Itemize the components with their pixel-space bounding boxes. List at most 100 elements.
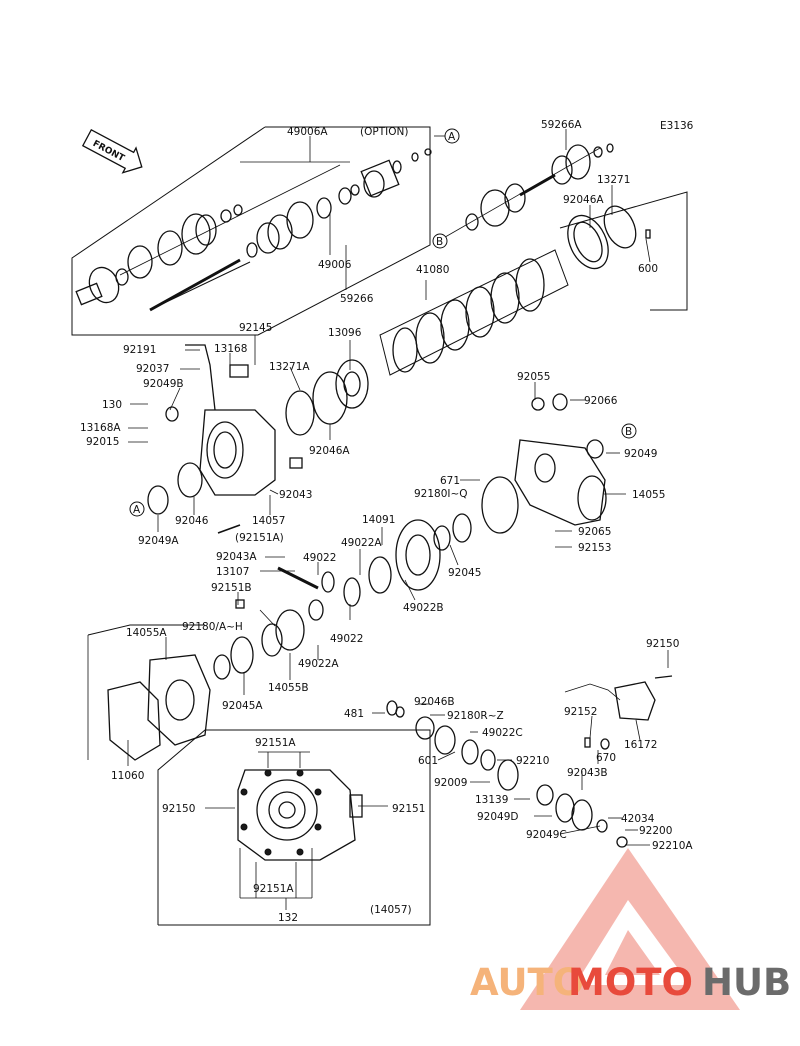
label-92045A: 92045A	[222, 700, 263, 712]
label-14055: 14055	[632, 489, 665, 501]
label-92049A: 92049A	[138, 535, 179, 547]
front-drive-shaft	[75, 148, 432, 312]
seal-ring-92046A	[567, 214, 609, 270]
label-130: 130	[102, 399, 122, 411]
label-49022C: 49022C	[482, 727, 523, 739]
ref-marker-b-right: B	[621, 423, 637, 439]
label-92049B: 92049B	[143, 378, 184, 390]
label-92043B: 92043B	[567, 767, 608, 779]
label-92151A-paren: (92151A)	[235, 532, 284, 544]
label-601: 601	[418, 755, 438, 767]
label-49022A: 49022A	[341, 537, 382, 549]
label-14057: 14057	[252, 515, 285, 527]
label-670: 670	[596, 752, 616, 764]
ref-marker-a-left: A	[129, 501, 145, 517]
svg-text:AUTO: AUTO	[470, 961, 584, 1004]
front-shaft-group-box	[71, 126, 431, 336]
ref-marker-b-top: B	[432, 233, 448, 249]
label-13107: 13107	[216, 566, 249, 578]
label-92066: 92066	[584, 395, 618, 407]
label-49022: 49022	[303, 552, 336, 564]
label-59266A: 59266A	[541, 119, 582, 131]
cover-14055A	[147, 654, 211, 746]
gasket-11060	[107, 681, 161, 761]
label-92049: 92049	[624, 448, 657, 460]
ring-13271A	[285, 390, 315, 436]
svg-text:A: A	[448, 131, 456, 143]
label-92200: 92200	[639, 825, 672, 837]
ref-marker-a-top: A	[444, 128, 460, 144]
cover-group-box	[87, 624, 205, 636]
svg-text:MOTO: MOTO	[568, 961, 693, 1004]
label-42034: 42034	[621, 813, 655, 825]
label-14055B: 14055B	[268, 682, 309, 694]
label-92180AH: 92180/A~H	[182, 621, 243, 633]
label-92180IQ: 92180I~Q	[414, 488, 468, 500]
option-label: (OPTION)	[360, 126, 408, 138]
label-16172: 16172	[624, 739, 657, 751]
clutch-group-box	[379, 249, 569, 376]
label-14091: 14091	[362, 514, 395, 526]
label-92045: 92045	[448, 567, 481, 579]
label-92180RZ: 92180R~Z	[447, 710, 504, 722]
label-13168: 13168	[214, 343, 247, 355]
watermark-logo-icon	[520, 848, 740, 1010]
watermark-text: AUTO MOTO HUB	[470, 961, 791, 1004]
rear-housing-14055	[514, 439, 607, 526]
label-49022B: 49022B	[403, 602, 444, 614]
label-49006: 49006	[318, 259, 352, 271]
label-13168A: 13168A	[80, 422, 121, 434]
diagram-code: E3136	[660, 120, 694, 132]
label-41080: 41080	[416, 264, 449, 276]
label-59266: 59266	[340, 293, 374, 305]
clutch-plates	[392, 258, 545, 373]
label-92009: 92009	[434, 777, 467, 789]
label-92153: 92153	[578, 542, 611, 554]
label-92043: 92043	[279, 489, 312, 501]
label-13271: 13271	[597, 174, 630, 186]
label-92037: 92037	[136, 363, 169, 375]
leader-lines	[127, 129, 669, 846]
ring-gear-14091	[395, 519, 441, 591]
label-49022-b: 49022	[330, 633, 363, 645]
svg-text:B: B	[436, 236, 443, 248]
label-13271A: 13271A	[269, 361, 310, 373]
label-92065: 92065	[578, 526, 611, 538]
svg-text:HUB: HUB	[702, 961, 791, 1004]
gear-case-housing-14057	[165, 344, 276, 496]
label-132: 132	[278, 912, 298, 924]
label-92151B: 92151B	[211, 582, 252, 594]
label-92150-bottom: 92150	[162, 803, 195, 815]
label-92046A-mid: 92046A	[309, 445, 350, 457]
label-481: 481	[344, 708, 364, 720]
part-labels: 49006A (OPTION) 59266A 13271 92046A 600 …	[80, 119, 693, 924]
label-92145: 92145	[239, 322, 272, 334]
ring-13271	[603, 205, 637, 249]
label-14055A: 14055A	[126, 627, 167, 639]
front-arrow-icon: FRONT	[81, 128, 143, 174]
label-92043A: 92043A	[216, 551, 257, 563]
label-92046: 92046	[175, 515, 209, 527]
label-92049C: 92049C	[526, 829, 567, 841]
label-671: 671	[440, 475, 460, 487]
svg-text:B: B	[625, 426, 632, 438]
housing-bottom-view	[237, 769, 363, 861]
bearing-13096	[335, 359, 369, 409]
label-49022A-b: 49022A	[298, 658, 339, 670]
label-92151A-top: 92151A	[255, 737, 296, 749]
label-13139: 13139	[475, 794, 508, 806]
label-92210: 92210	[516, 755, 549, 767]
label-92055: 92055	[517, 371, 550, 383]
label-49006A: 49006A	[287, 126, 328, 138]
rear-drive-shaft	[439, 143, 614, 241]
label-92151: 92151	[392, 803, 425, 815]
label-13096: 13096	[328, 327, 362, 339]
label-92046B: 92046B	[414, 696, 455, 708]
label-92152: 92152	[564, 706, 597, 718]
svg-text:A: A	[133, 504, 141, 516]
label-92151A-bottom: 92151A	[253, 883, 294, 895]
sensor-16172	[564, 675, 673, 721]
bolt-detail-box	[157, 729, 431, 926]
label-92046A: 92046A	[563, 194, 604, 206]
